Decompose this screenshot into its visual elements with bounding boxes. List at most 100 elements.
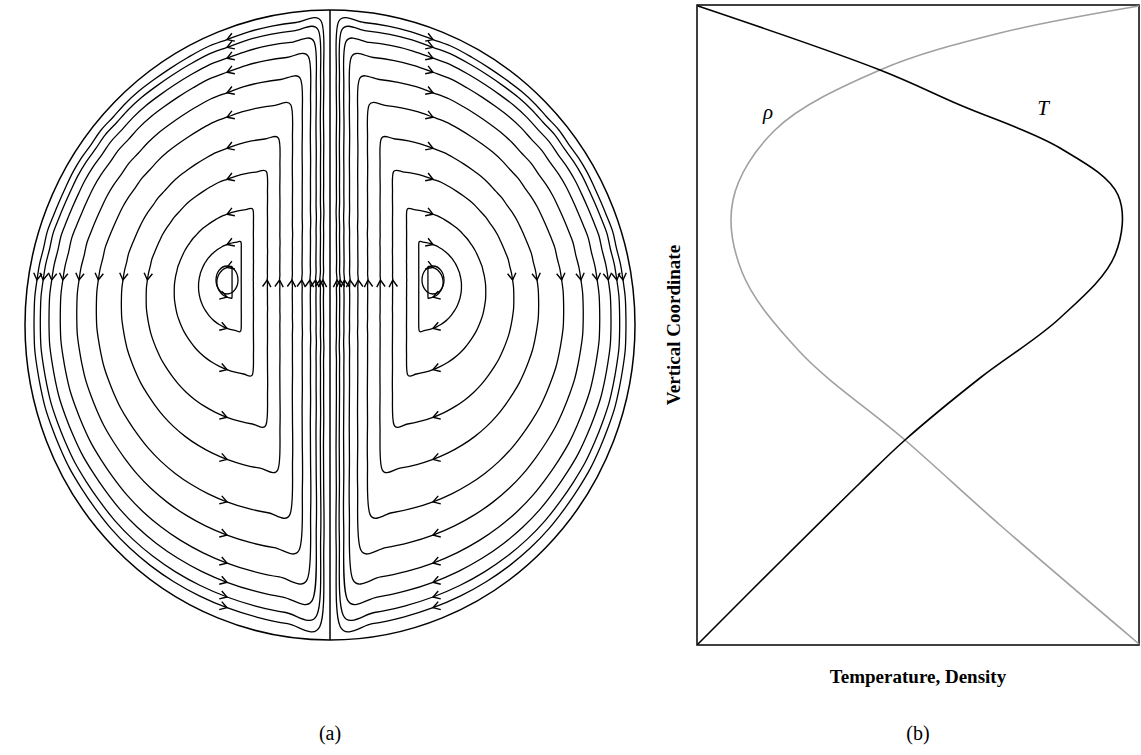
flow-arrow <box>227 41 235 49</box>
flow-arrow <box>95 273 103 280</box>
flow-arrow <box>227 33 235 41</box>
plot-frame <box>697 5 1139 645</box>
streamline <box>339 26 620 620</box>
flow-arrow <box>618 273 626 280</box>
flow-arrow <box>227 261 235 269</box>
flow-arrow <box>433 529 441 537</box>
flow-arrow <box>592 273 600 280</box>
flow-arrow <box>219 291 227 299</box>
flow-arrow <box>34 273 42 280</box>
flow-arrow <box>227 208 235 216</box>
flow-arrow <box>433 411 441 419</box>
streamline <box>146 170 268 427</box>
streamline <box>419 241 462 332</box>
flow-arrow <box>508 273 516 280</box>
flow-arrow <box>219 529 227 537</box>
flow-arrow <box>425 52 433 60</box>
panel-label: (a) <box>319 723 341 743</box>
flow-arrow <box>219 602 227 610</box>
flow-arrow <box>576 273 584 280</box>
flow-arrow <box>377 280 385 287</box>
streamline <box>217 266 232 298</box>
axis-title: Vertical Coordinate <box>664 245 683 405</box>
curve-label: T <box>1037 98 1049 119</box>
flow-arrow <box>433 364 441 372</box>
flow-arrow <box>433 496 441 504</box>
flow-arrow <box>425 86 433 94</box>
flow-arrow <box>425 208 433 216</box>
flow-arrow <box>219 411 227 419</box>
flow-arrow <box>120 273 128 280</box>
flow-arrow <box>227 111 235 119</box>
flow-arrow <box>603 273 611 280</box>
flow-arrow <box>227 66 235 74</box>
streamline <box>367 102 563 518</box>
streamline <box>428 266 443 298</box>
flow-arrow <box>364 280 372 287</box>
flow-arrow <box>433 591 441 599</box>
profile-curves <box>698 6 1139 644</box>
streamline <box>121 136 280 472</box>
flow-arrow <box>144 273 152 280</box>
streamline <box>343 38 611 605</box>
flow-arrow <box>425 33 433 41</box>
flow-arrow <box>433 453 441 461</box>
flow-arrow <box>219 453 227 461</box>
flow-arrow <box>60 273 68 280</box>
flow-arrow <box>318 280 326 287</box>
streamline <box>406 208 485 376</box>
flow-arrow <box>433 557 441 565</box>
flow-arrow <box>227 142 235 150</box>
flow-arrow <box>333 280 341 287</box>
streamline <box>77 76 303 554</box>
flow-arrow <box>76 273 84 280</box>
streamline <box>380 136 539 472</box>
streamline <box>199 241 242 332</box>
streamlines <box>34 18 627 632</box>
flow-arrow <box>219 364 227 372</box>
flow-arrow <box>275 280 283 287</box>
flow-arrow <box>219 591 227 599</box>
streamline <box>349 53 600 584</box>
flow-arrow <box>287 280 295 287</box>
flow-arrow <box>425 142 433 150</box>
streamline <box>336 18 626 632</box>
flow-arrow <box>425 261 433 269</box>
flow-arrow <box>263 280 271 287</box>
flow-arrow <box>425 173 433 181</box>
flow-arrow <box>433 602 441 610</box>
flow-arrow <box>532 273 540 280</box>
flow-arrow <box>227 173 235 181</box>
flow-arrow <box>297 280 305 287</box>
flow-arrow <box>425 66 433 74</box>
density-curve <box>731 6 1139 644</box>
streamline <box>34 18 324 632</box>
streamline <box>40 26 321 620</box>
flow-arrow <box>389 280 397 287</box>
flow-arrow <box>219 322 227 330</box>
streamline <box>357 76 583 554</box>
flow-arrow <box>227 52 235 60</box>
circle-boundary <box>25 10 635 640</box>
flow-arrow <box>355 280 363 287</box>
flow-arrow <box>425 41 433 49</box>
center-line <box>329 10 331 640</box>
flow-arrow <box>227 86 235 94</box>
flow-arrow <box>425 238 433 246</box>
flow-arrow <box>433 291 441 299</box>
streamline <box>60 53 311 584</box>
flow-arrow <box>425 111 433 119</box>
axis-title: Temperature, Density <box>830 667 1006 686</box>
flow-arrow <box>227 238 235 246</box>
temperature-curve <box>698 6 1122 644</box>
flow-arrow <box>433 576 441 584</box>
curve-label: ρ <box>763 102 773 123</box>
flow-arrow <box>219 496 227 504</box>
streamline <box>174 208 253 376</box>
streamline <box>96 102 292 518</box>
flow-arrow <box>219 576 227 584</box>
flow-arrow <box>48 273 56 280</box>
streamline <box>49 38 317 605</box>
flow-arrow <box>219 557 227 565</box>
